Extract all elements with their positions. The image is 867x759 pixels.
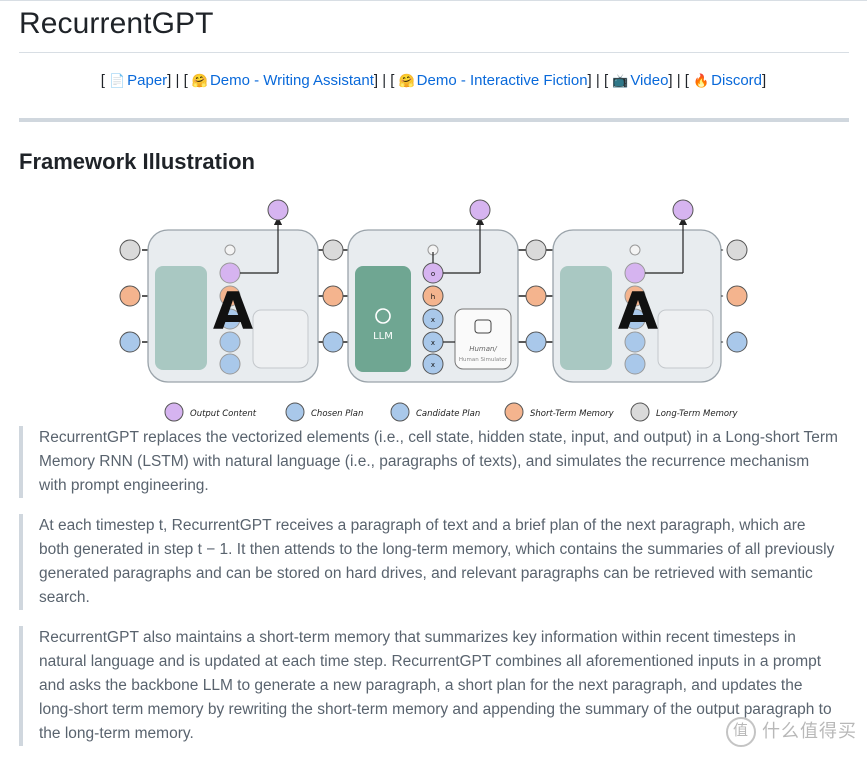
top-border — [0, 0, 867, 1]
fire-icon: 🔥 — [692, 73, 710, 88]
hugging-face-icon: 🤗 — [191, 73, 208, 88]
paragraph-2: At each timestep t, RecurrentGPT receive… — [39, 517, 835, 606]
title-divider — [19, 52, 849, 53]
legend-output-content: Output Content — [190, 409, 257, 419]
state-nodes — [119, 199, 748, 353]
big-letter-left: A — [213, 282, 253, 342]
legend-long-term-memory: Long-Term Memory — [656, 409, 739, 419]
human-label: Human/ — [469, 345, 497, 353]
big-letter-right: A — [618, 282, 658, 342]
paragraph-quote-2: At each timestep t, RecurrentGPT receive… — [19, 514, 839, 610]
lstm-cell-left: A — [147, 229, 319, 383]
document-icon: 📄 — [108, 73, 126, 88]
svg-text:x: x — [431, 361, 435, 369]
legend-candidate-plan: Candidate Plan — [416, 409, 480, 419]
paragraph-quote-1: RecurrentGPT replaces the vectorized ele… — [19, 426, 839, 498]
llm-label: LLM — [373, 331, 393, 342]
demo-interactive-fiction-link[interactable]: Demo - Interactive Fiction — [416, 72, 588, 89]
tv-icon: 📺 — [612, 73, 629, 88]
paragraph-3: RecurrentGPT also maintains a short-term… — [39, 629, 832, 742]
link-bar: [📄Paper] | [🤗Demo - Writing Assistant] |… — [100, 72, 767, 89]
svg-text:o: o — [431, 270, 435, 278]
watermark-text: 什么值得买 — [762, 720, 857, 741]
demo-writing-assistant-link[interactable]: Demo - Writing Assistant — [209, 72, 374, 89]
legend: Output Content Chosen Plan Candidate Pla… — [164, 402, 739, 422]
video-link[interactable]: Video — [630, 72, 669, 89]
framework-figure: A LLM Human/ Human Simulator o h x x x — [100, 196, 760, 424]
paragraph-quote-3: RecurrentGPT also maintains a short-term… — [19, 626, 839, 746]
page-title: RecurrentGPT — [19, 7, 214, 40]
legend-short-term-memory: Short-Term Memory — [530, 409, 615, 419]
svg-text:x: x — [431, 339, 435, 347]
lstm-cell-right: A — [552, 216, 722, 383]
paragraph-1: RecurrentGPT replaces the vectorized ele… — [39, 429, 838, 494]
legend-chosen-plan: Chosen Plan — [311, 409, 363, 419]
lstm-cell-middle: LLM Human/ Human Simulator o h x x x — [347, 216, 519, 383]
section-title: Framework Illustration — [19, 149, 255, 174]
watermark: 值什么值得买 — [726, 717, 857, 747]
section-divider — [19, 118, 849, 122]
hugging-face-icon: 🤗 — [398, 73, 415, 88]
watermark-logo-icon: 值 — [726, 717, 756, 747]
svg-text:h: h — [431, 293, 435, 301]
svg-text:x: x — [431, 316, 435, 324]
paper-link[interactable]: Paper — [127, 72, 168, 89]
human-sublabel: Human Simulator — [459, 357, 508, 363]
framework-diagram: A LLM Human/ Human Simulator o h x x x — [119, 199, 748, 422]
discord-link[interactable]: Discord — [711, 72, 763, 89]
